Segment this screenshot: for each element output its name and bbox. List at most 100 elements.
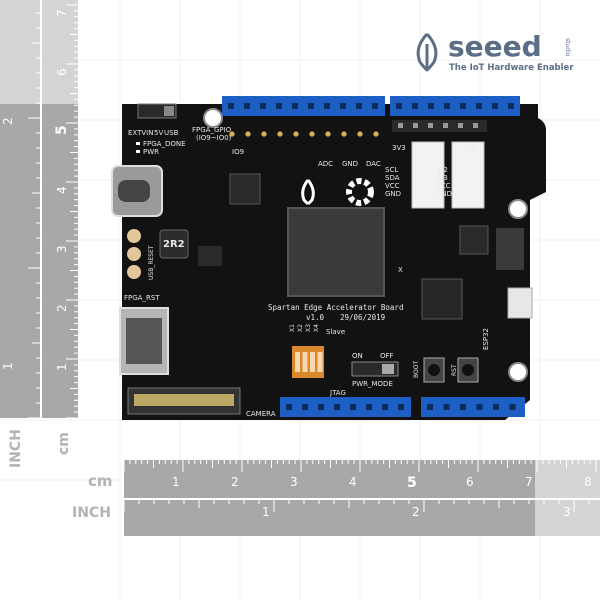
header-socket <box>509 404 516 410</box>
bottom-cm-mark-1: 1 <box>172 475 180 489</box>
header-socket <box>444 103 450 109</box>
left-inch-mark-1: 1 <box>1 362 15 370</box>
label-inductor: 2R2 <box>163 239 185 250</box>
gpio-pin <box>277 131 283 137</box>
label-tck: TCK <box>463 144 478 152</box>
label-jtag: JTAG <box>329 389 346 397</box>
header-socket <box>460 103 466 109</box>
label-5v: 5V <box>154 129 163 137</box>
grove-digital-connector[interactable] <box>451 141 485 209</box>
label-scl: SCL <box>385 166 398 174</box>
inductor <box>159 229 189 259</box>
label-io9: IO9 <box>232 148 244 156</box>
label-adc: ADC <box>318 160 333 168</box>
label-date: 29/06/2019 <box>340 313 385 322</box>
brand-name: seeed <box>448 30 542 63</box>
seeed-flame-icon <box>416 32 438 72</box>
bottom-inch-mark-1: 1 <box>262 505 270 519</box>
mount-hole <box>203 108 223 128</box>
label-usb: USB <box>164 129 179 137</box>
gpio-pin <box>373 131 379 137</box>
bottom-cm-mark-8: 8 <box>584 475 592 489</box>
dip-key <box>302 352 308 372</box>
gpio-pin <box>261 131 267 137</box>
header-socket <box>412 103 418 109</box>
jtag-pin <box>413 123 418 128</box>
label-3v3: 3V3 <box>392 144 406 152</box>
header-socket <box>308 103 314 109</box>
label-extvin: EXTVIN <box>128 129 153 137</box>
header-socket <box>302 404 308 410</box>
left-cm-mark-1: 1 <box>55 363 69 371</box>
header-socket <box>382 404 388 410</box>
label-gnd-grove2: GND <box>436 190 452 198</box>
grove-i2c-connector[interactable] <box>411 141 445 209</box>
esp32-chip <box>421 278 463 320</box>
bottom-inch-mark-3: 3 <box>563 505 571 519</box>
bottom-header-left <box>280 397 411 417</box>
gpio-pin <box>325 131 331 137</box>
header-socket <box>508 103 514 109</box>
label-vcc-grove: VCC <box>436 182 451 190</box>
label-fpga-done: FPGA_DONE <box>143 140 186 148</box>
header-socket <box>443 404 450 410</box>
bottom-cm-mark-7: 7 <box>525 475 533 489</box>
bottom-cm-mark-2: 2 <box>231 475 239 489</box>
mount-hole <box>508 362 528 382</box>
label-slave: Slave <box>326 328 345 336</box>
jtag-pin <box>473 123 478 128</box>
brand-tagline: The IoT Hardware Enabler <box>449 63 574 73</box>
header-socket <box>318 404 324 410</box>
label-d3: D3 <box>438 174 448 182</box>
label-esp32: ESP32 <box>482 328 490 350</box>
flash-chip <box>459 225 489 255</box>
label-version: v1.0 <box>306 313 325 322</box>
label-x4: X4 <box>313 324 320 332</box>
gpio-pin <box>309 131 315 137</box>
header-socket <box>324 103 330 109</box>
label-board-title: Spartan Edge Accelerator Board <box>268 303 403 312</box>
label-pwr-mode: PWR_MODE <box>352 380 393 388</box>
silkscreen: EXTVIN 5V USB FPGA_DONE PWR FPGA_GPIO (I… <box>124 126 490 418</box>
bottom-cm-mark-6: 6 <box>466 475 474 489</box>
label-x-mark: X <box>398 266 403 274</box>
spartan-edge-board <box>111 96 546 420</box>
left-cm-mark-6: 6 <box>55 68 69 76</box>
seeed-logo: seeed studio The IoT Hardware Enabler <box>416 30 574 73</box>
label-on: ON <box>352 352 363 360</box>
jtag-pin <box>398 123 403 128</box>
label-fpga-gpio: FPGA_GPIO <box>192 126 232 134</box>
label-gnd: GND <box>342 160 358 168</box>
left-buttons <box>127 229 141 279</box>
header-socket <box>396 103 402 109</box>
dip-key <box>295 352 300 372</box>
header-socket <box>476 103 482 109</box>
bottom-cm-mark-3: 3 <box>290 475 298 489</box>
bottom-inch-mark-2: 2 <box>412 505 420 519</box>
dip-key <box>317 352 323 372</box>
header-socket <box>427 404 433 410</box>
header-socket <box>492 103 498 109</box>
header-socket <box>340 103 346 109</box>
left-cm-mark-4: 4 <box>55 186 69 194</box>
seeed-board-icon <box>301 179 315 206</box>
label-usb-reset: USB_RESET <box>148 245 155 280</box>
bottom-cm-label: cm <box>88 472 113 490</box>
fpga-chip <box>287 207 385 297</box>
bottom-cm-mark-5: 5 <box>407 475 417 491</box>
header-socket <box>244 103 250 109</box>
bottom-header-right <box>421 397 525 417</box>
header-socket <box>276 103 282 109</box>
header-socket <box>366 404 372 410</box>
header-socket <box>356 103 362 109</box>
bottom-inch-label: INCH <box>72 505 111 521</box>
header-socket <box>292 103 298 109</box>
left-cm-mark-7: 7 <box>55 9 69 17</box>
left-cm-mark-3: 3 <box>55 245 69 253</box>
header-socket <box>428 103 434 109</box>
jtag-pin <box>428 123 433 128</box>
top-header-left <box>222 96 385 116</box>
top-header-right <box>390 96 520 116</box>
